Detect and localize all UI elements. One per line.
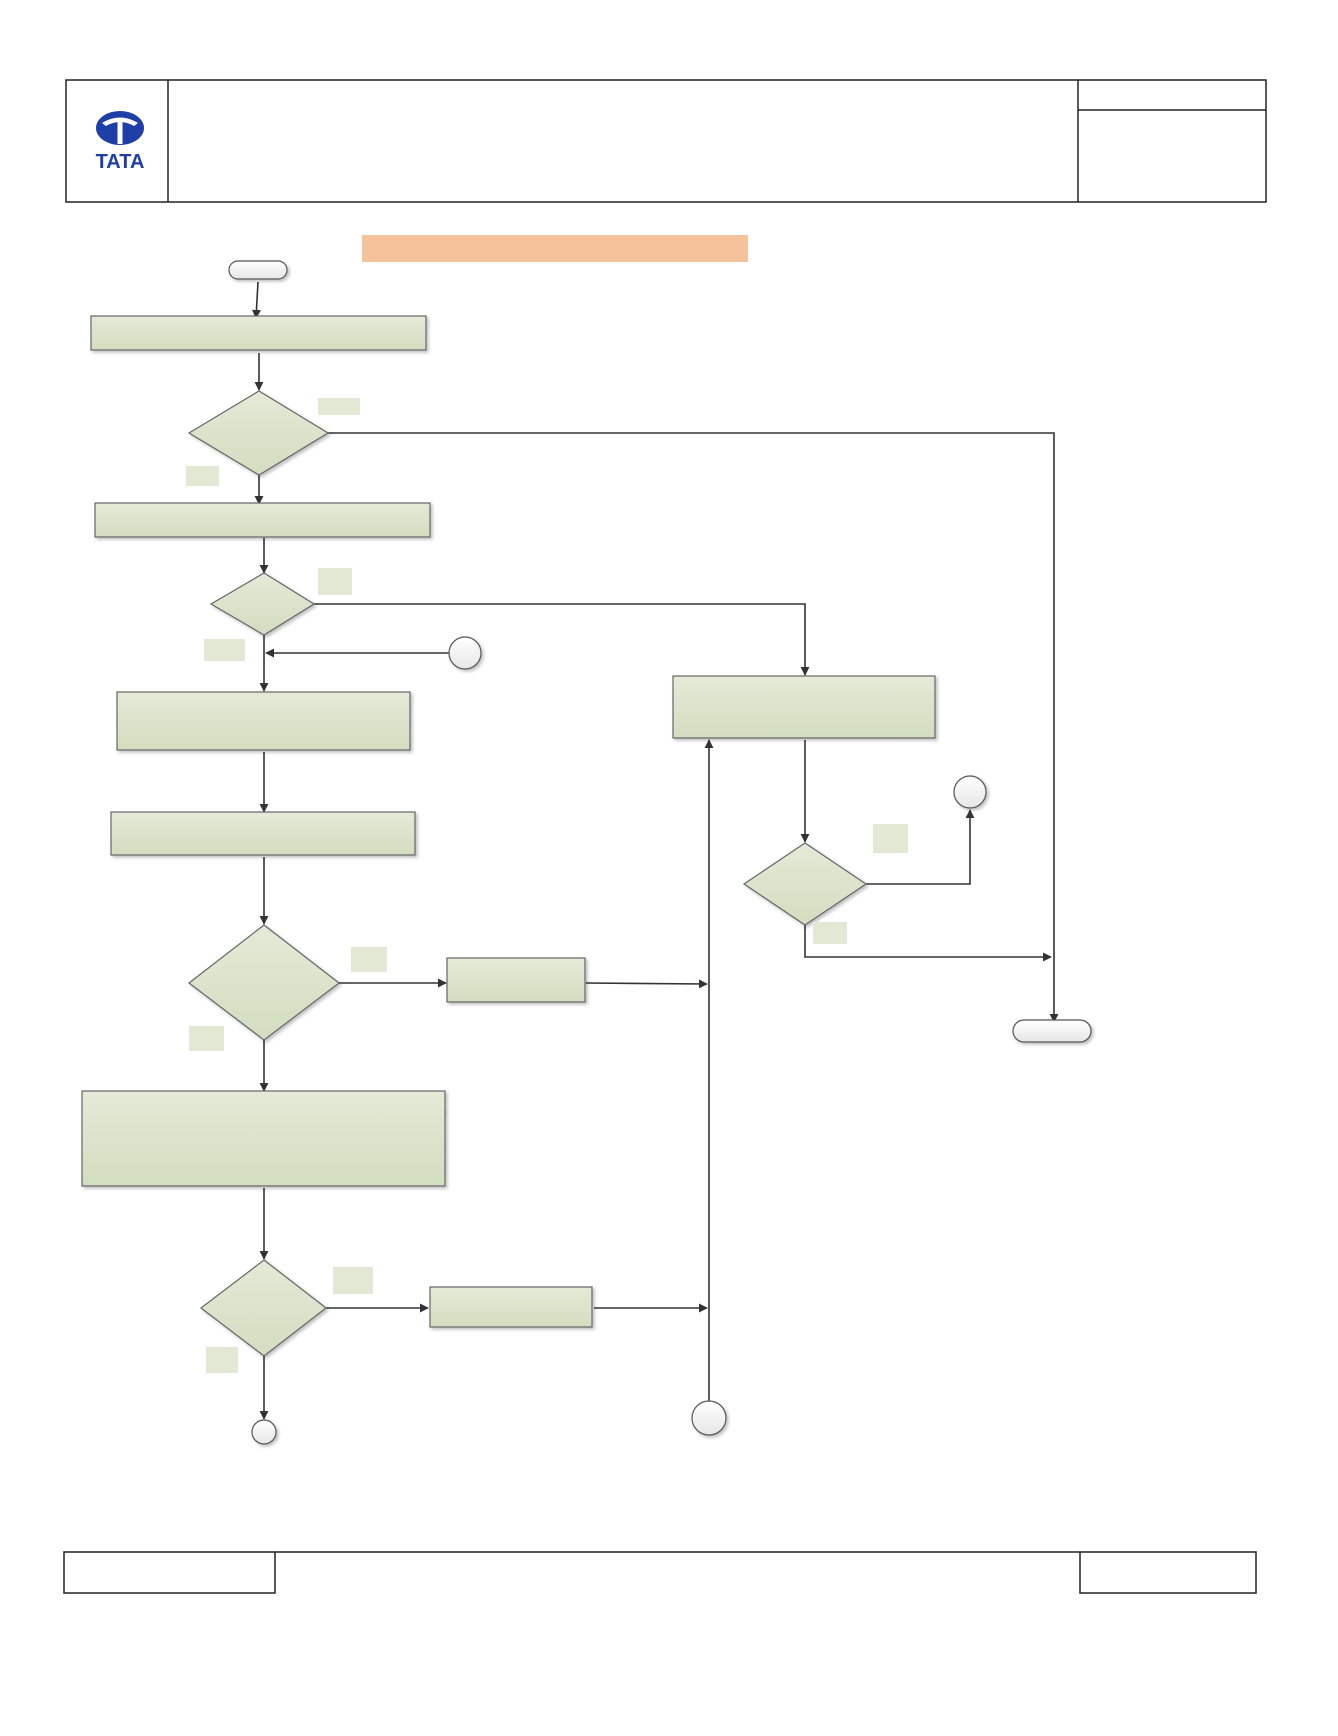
terminator-start (228, 260, 288, 280)
branch-label-d3-right (351, 947, 387, 972)
terminator-end (1012, 1019, 1092, 1043)
process-box-2 (94, 502, 431, 538)
connector-lines (251, 281, 1059, 1420)
process-box-1 (90, 315, 427, 351)
connector-circle-a (448, 636, 482, 670)
process-box-4 (110, 811, 416, 856)
edge-start-to-process-1 (251, 281, 261, 319)
edge-decision-2-right-to-process-8 (314, 603, 810, 676)
branch-label-d4-down (206, 1347, 238, 1373)
branch-label-d5-down (813, 922, 847, 944)
connector-circle-right (953, 775, 987, 809)
tata-logo-icon: TATA (96, 111, 145, 173)
process-title-banner (362, 235, 748, 262)
branch-label-d1-right (318, 398, 360, 415)
decision-diamond-3 (188, 924, 340, 1041)
footer-table (63, 1551, 1257, 1594)
edge-decision-1-right-to-end (328, 432, 1059, 1023)
process-box-7 (429, 1286, 593, 1328)
branch-labels (186, 398, 908, 1373)
edge-decision-5-down-to-end-line (804, 925, 1052, 962)
decision-diamond-5 (742, 842, 868, 926)
process-box-3 (116, 691, 411, 751)
process-box-5 (446, 957, 586, 1003)
connector-circle-return (691, 1400, 727, 1436)
header-table (65, 79, 1267, 203)
branch-label-d2-down (204, 639, 245, 661)
connector-circle-bottom (251, 1419, 277, 1445)
branch-label-d4-right (333, 1267, 373, 1294)
branch-label-d2-right (318, 568, 352, 595)
edge-process-5-to-return-line (585, 979, 708, 989)
decision-diamond-2 (209, 572, 316, 636)
decision-diamond-4 (200, 1259, 327, 1357)
decision-diamond-1 (187, 390, 330, 476)
process-box-6 (81, 1090, 446, 1187)
branch-label-d3-down (189, 1026, 224, 1051)
branch-label-d1-down (186, 466, 219, 486)
branch-label-d5-right (873, 824, 908, 853)
edge-decision-5-right-to-connector-right (866, 809, 975, 885)
logo-wordmark: TATA (96, 151, 145, 173)
process-box-8 (672, 675, 936, 739)
